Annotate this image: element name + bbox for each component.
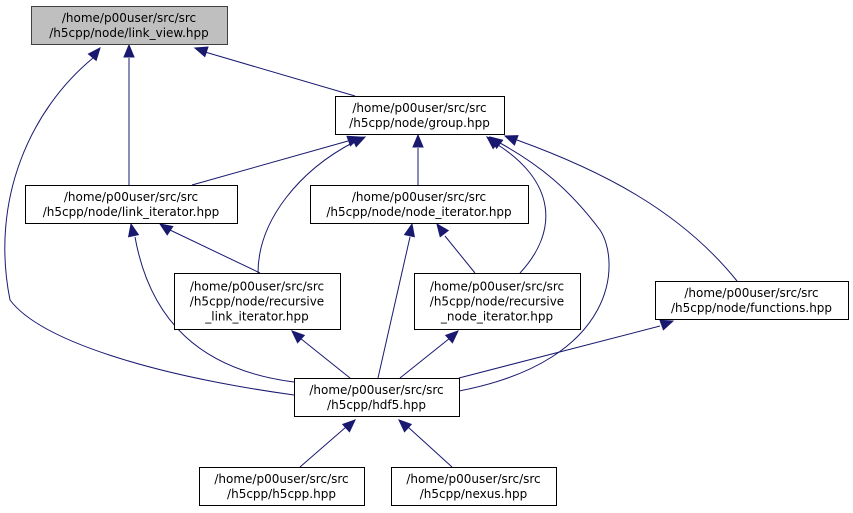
node-label-line: /home/p00user/src/src — [214, 472, 348, 486]
node-label-line: /h5cpp/node/link_iterator.hpp — [43, 205, 220, 219]
node-hdf5[interactable]: /home/p00user/src/src/h5cpp/hdf5.hpp — [294, 378, 460, 417]
node-box[interactable] — [391, 467, 557, 506]
node-link-view[interactable]: /home/p00user/src/src/h5cpp/node/link_vi… — [31, 6, 228, 45]
node-label-line: _node_iterator.hpp — [440, 310, 553, 324]
node-label-line: /h5cpp/h5cpp.hpp — [227, 487, 336, 501]
edge-line — [257, 141, 355, 274]
node-label-line: /home/p00user/src/src — [406, 472, 540, 486]
node-label-line: /h5cpp/node/functions.hpp — [671, 301, 832, 315]
node-box[interactable] — [310, 185, 529, 224]
node-label-line: /home/p00user/src/src — [190, 280, 324, 294]
node-label-line: /h5cpp/node/recursive — [190, 295, 324, 309]
node-label-line: /h5cpp/node/node_iterator.hpp — [326, 205, 511, 219]
edge-line — [399, 337, 451, 379]
node-box[interactable] — [25, 185, 238, 224]
arrowhead-icon — [412, 133, 424, 148]
edge-line — [169, 229, 261, 274]
edge-line — [134, 236, 295, 383]
arrowhead-icon — [158, 223, 174, 236]
node-label-line: /h5cpp/nexus.hpp — [420, 487, 528, 501]
node-label-line: /home/p00user/src/src — [309, 383, 443, 397]
node-group[interactable]: /home/p00user/src/src/h5cpp/node/group.h… — [335, 96, 505, 135]
node-box[interactable] — [31, 6, 228, 45]
edge-line — [204, 51, 356, 97]
arrowhead-icon — [291, 330, 306, 344]
edge-line — [299, 426, 347, 468]
edge-line — [516, 139, 738, 282]
node-box[interactable] — [335, 96, 505, 135]
node-box[interactable] — [655, 281, 849, 320]
node-label-line: /h5cpp/hdf5.hpp — [327, 398, 426, 412]
edge-hdf5-to-group — [458, 136, 610, 392]
node-box[interactable] — [414, 273, 581, 330]
node-label-line: /h5cpp/node/group.hpp — [349, 116, 490, 130]
arrowhead-icon — [351, 136, 367, 148]
arrowhead-icon — [123, 43, 135, 58]
edge-hdf5-to-recursive_link_iterator — [291, 330, 351, 379]
node-label-line: _link_iterator.hpp — [204, 310, 308, 324]
edge-node_iterator-to-group — [412, 133, 424, 185]
arrowhead-icon — [659, 319, 675, 331]
node-h5cpp[interactable]: /home/p00user/src/src/h5cpp/h5cpp.hpp — [199, 467, 365, 506]
node-functions[interactable]: /home/p00user/src/src/h5cpp/node/functio… — [655, 281, 849, 320]
node-label-line: /home/p00user/src/src — [62, 11, 196, 25]
arrowhead-icon — [127, 222, 140, 238]
node-link-iterator[interactable]: /home/p00user/src/src/h5cpp/node/link_it… — [25, 185, 238, 224]
edge-line — [444, 235, 476, 274]
edge-hdf5-to-recursive_node_iterator — [399, 330, 459, 379]
node-node-iterator[interactable]: /home/p00user/src/src/h5cpp/node/node_it… — [310, 185, 529, 224]
arrowhead-icon — [193, 46, 209, 58]
node-label-line: /home/p00user/src/src — [430, 280, 564, 294]
arrowhead-icon — [444, 330, 459, 344]
edge-hdf5-to-link_iterator — [127, 222, 295, 383]
edge-line — [191, 140, 349, 186]
nodes-layer: /home/p00user/src/src/h5cpp/node/link_vi… — [25, 6, 849, 506]
node-nexus[interactable]: /home/p00user/src/src/h5cpp/nexus.hpp — [391, 467, 557, 506]
edge-link_iterator-to-group — [191, 135, 362, 186]
arrowhead-icon — [87, 47, 101, 62]
edge-functions-to-group — [503, 135, 738, 282]
node-label-line: /h5cpp/node/link_view.hpp — [49, 26, 209, 40]
arrowhead-icon — [341, 419, 356, 433]
node-label-line: /home/p00user/src/src — [684, 286, 818, 300]
node-box[interactable] — [199, 467, 365, 506]
edge-line — [4, 57, 295, 396]
node-label-line: /home/p00user/src/src — [352, 101, 486, 115]
arrowhead-icon — [488, 136, 504, 150]
edge-line — [299, 337, 351, 379]
edge-line — [458, 142, 610, 392]
edge-line — [458, 325, 661, 379]
edge-h5cpp-to-hdf5 — [299, 419, 356, 468]
node-label-line: /h5cpp/node/recursive — [430, 295, 564, 309]
edge-group-to-link_view — [193, 46, 356, 97]
edges-layer — [4, 43, 738, 468]
edge-line — [377, 236, 411, 379]
arrowhead-icon — [436, 222, 450, 238]
node-label-line: /home/p00user/src/src — [64, 190, 198, 204]
edge-hdf5-to-link_view — [4, 47, 295, 396]
edge-nexus-to-hdf5 — [398, 419, 453, 468]
node-label-line: /home/p00user/src/src — [352, 190, 486, 204]
arrowhead-icon — [503, 135, 519, 146]
edge-hdf5-to-node_iterator — [377, 222, 416, 379]
node-box[interactable] — [174, 273, 341, 330]
node-recursive-link-iterator[interactable]: /home/p00user/src/src/h5cpp/node/recursi… — [174, 273, 341, 330]
edge-link_iterator-to-link_view — [123, 43, 135, 185]
arrowhead-icon — [398, 419, 413, 433]
node-recursive-node-iterator[interactable]: /home/p00user/src/src/h5cpp/node/recursi… — [414, 273, 581, 330]
node-box[interactable] — [294, 378, 460, 417]
edge-line — [494, 142, 547, 274]
edge-hdf5-to-functions — [458, 319, 675, 379]
edge-recursive_link_iterator-to-group — [257, 136, 367, 274]
edge-recursive_link_iterator-to-link_iterator — [158, 223, 261, 274]
edge-recursive_node_iterator-to-node_iterator — [436, 222, 476, 274]
arrowhead-icon — [403, 222, 416, 238]
edge-line — [407, 426, 453, 468]
